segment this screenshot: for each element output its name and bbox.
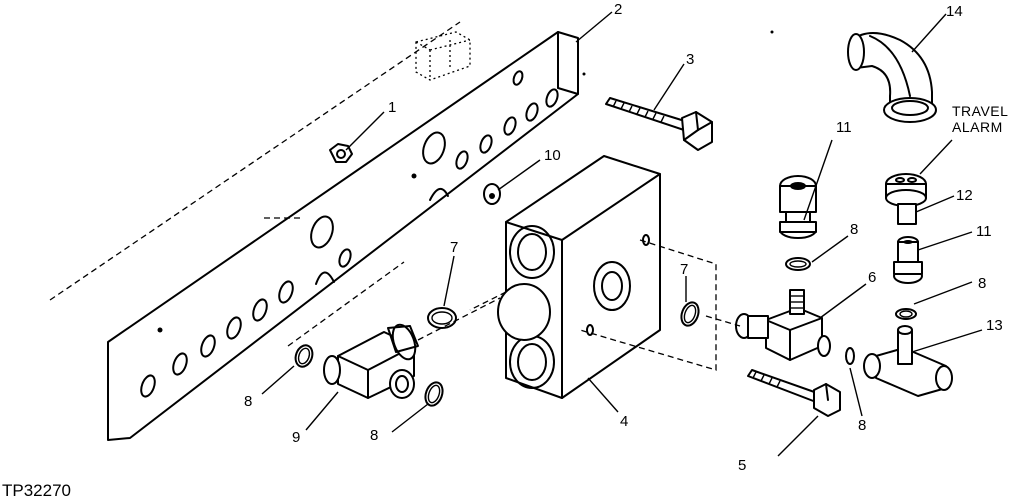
callout-14: 14	[946, 3, 963, 20]
bolt-lower	[747, 369, 841, 417]
nut	[329, 143, 353, 163]
callout-8-left: 8	[244, 393, 252, 410]
bolt	[605, 97, 713, 151]
o-ring-lower-right	[845, 347, 855, 365]
o-ring-left-bottom	[424, 381, 444, 407]
callout-11-right: 11	[976, 223, 992, 240]
callout-11-upper: 11	[836, 119, 852, 136]
mounting-plate	[49, 21, 774, 441]
valve-block	[469, 155, 717, 399]
figure-code: TP32270	[2, 481, 71, 500]
rubber-boot	[847, 32, 937, 123]
elbow-tee	[863, 325, 953, 397]
travel-alarm-label-line1: TRAVEL	[952, 103, 1008, 119]
callout-7-right: 7	[680, 261, 688, 278]
callout-4: 4	[620, 413, 628, 430]
o-ring-center	[427, 307, 457, 329]
travel-alarm-label-line2: ALARM	[952, 119, 1003, 135]
callout-6: 6	[868, 269, 876, 286]
o-ring-upper-right	[785, 257, 811, 271]
tee-fitting-left	[323, 297, 501, 399]
callout-8-right: 8	[978, 275, 986, 292]
callout-8-upper: 8	[850, 221, 858, 238]
adapter-fitting-upper	[779, 175, 817, 239]
callout-10: 10	[544, 147, 561, 164]
o-ring-left-top	[287, 261, 405, 368]
callout-8-bottom: 8	[370, 427, 378, 444]
callout-13: 13	[986, 317, 1003, 334]
hidden-bracket	[415, 31, 471, 81]
callout-1: 1	[388, 99, 396, 116]
alarm-fitting	[885, 173, 927, 225]
callout-2: 2	[614, 1, 622, 18]
callout-5: 5	[738, 457, 746, 474]
leader-lines	[261, 11, 983, 457]
o-ring-right-small	[895, 308, 917, 320]
callout-9: 9	[292, 429, 300, 446]
o-ring-right-block	[680, 301, 700, 327]
callout-8-lower: 8	[858, 417, 866, 434]
washer	[483, 183, 501, 205]
tee-fitting-right	[705, 289, 831, 361]
callout-12: 12	[956, 187, 973, 204]
callout-7-left: 7	[450, 239, 458, 256]
callout-3: 3	[686, 51, 694, 68]
adapter-fitting-right	[893, 236, 923, 284]
